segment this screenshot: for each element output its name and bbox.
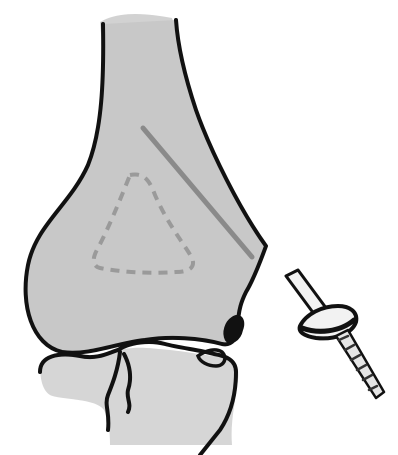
femur-icon (26, 20, 266, 353)
drill-flute (336, 330, 384, 398)
tibia-icon (40, 348, 238, 445)
drill-bit-icon (286, 270, 384, 398)
